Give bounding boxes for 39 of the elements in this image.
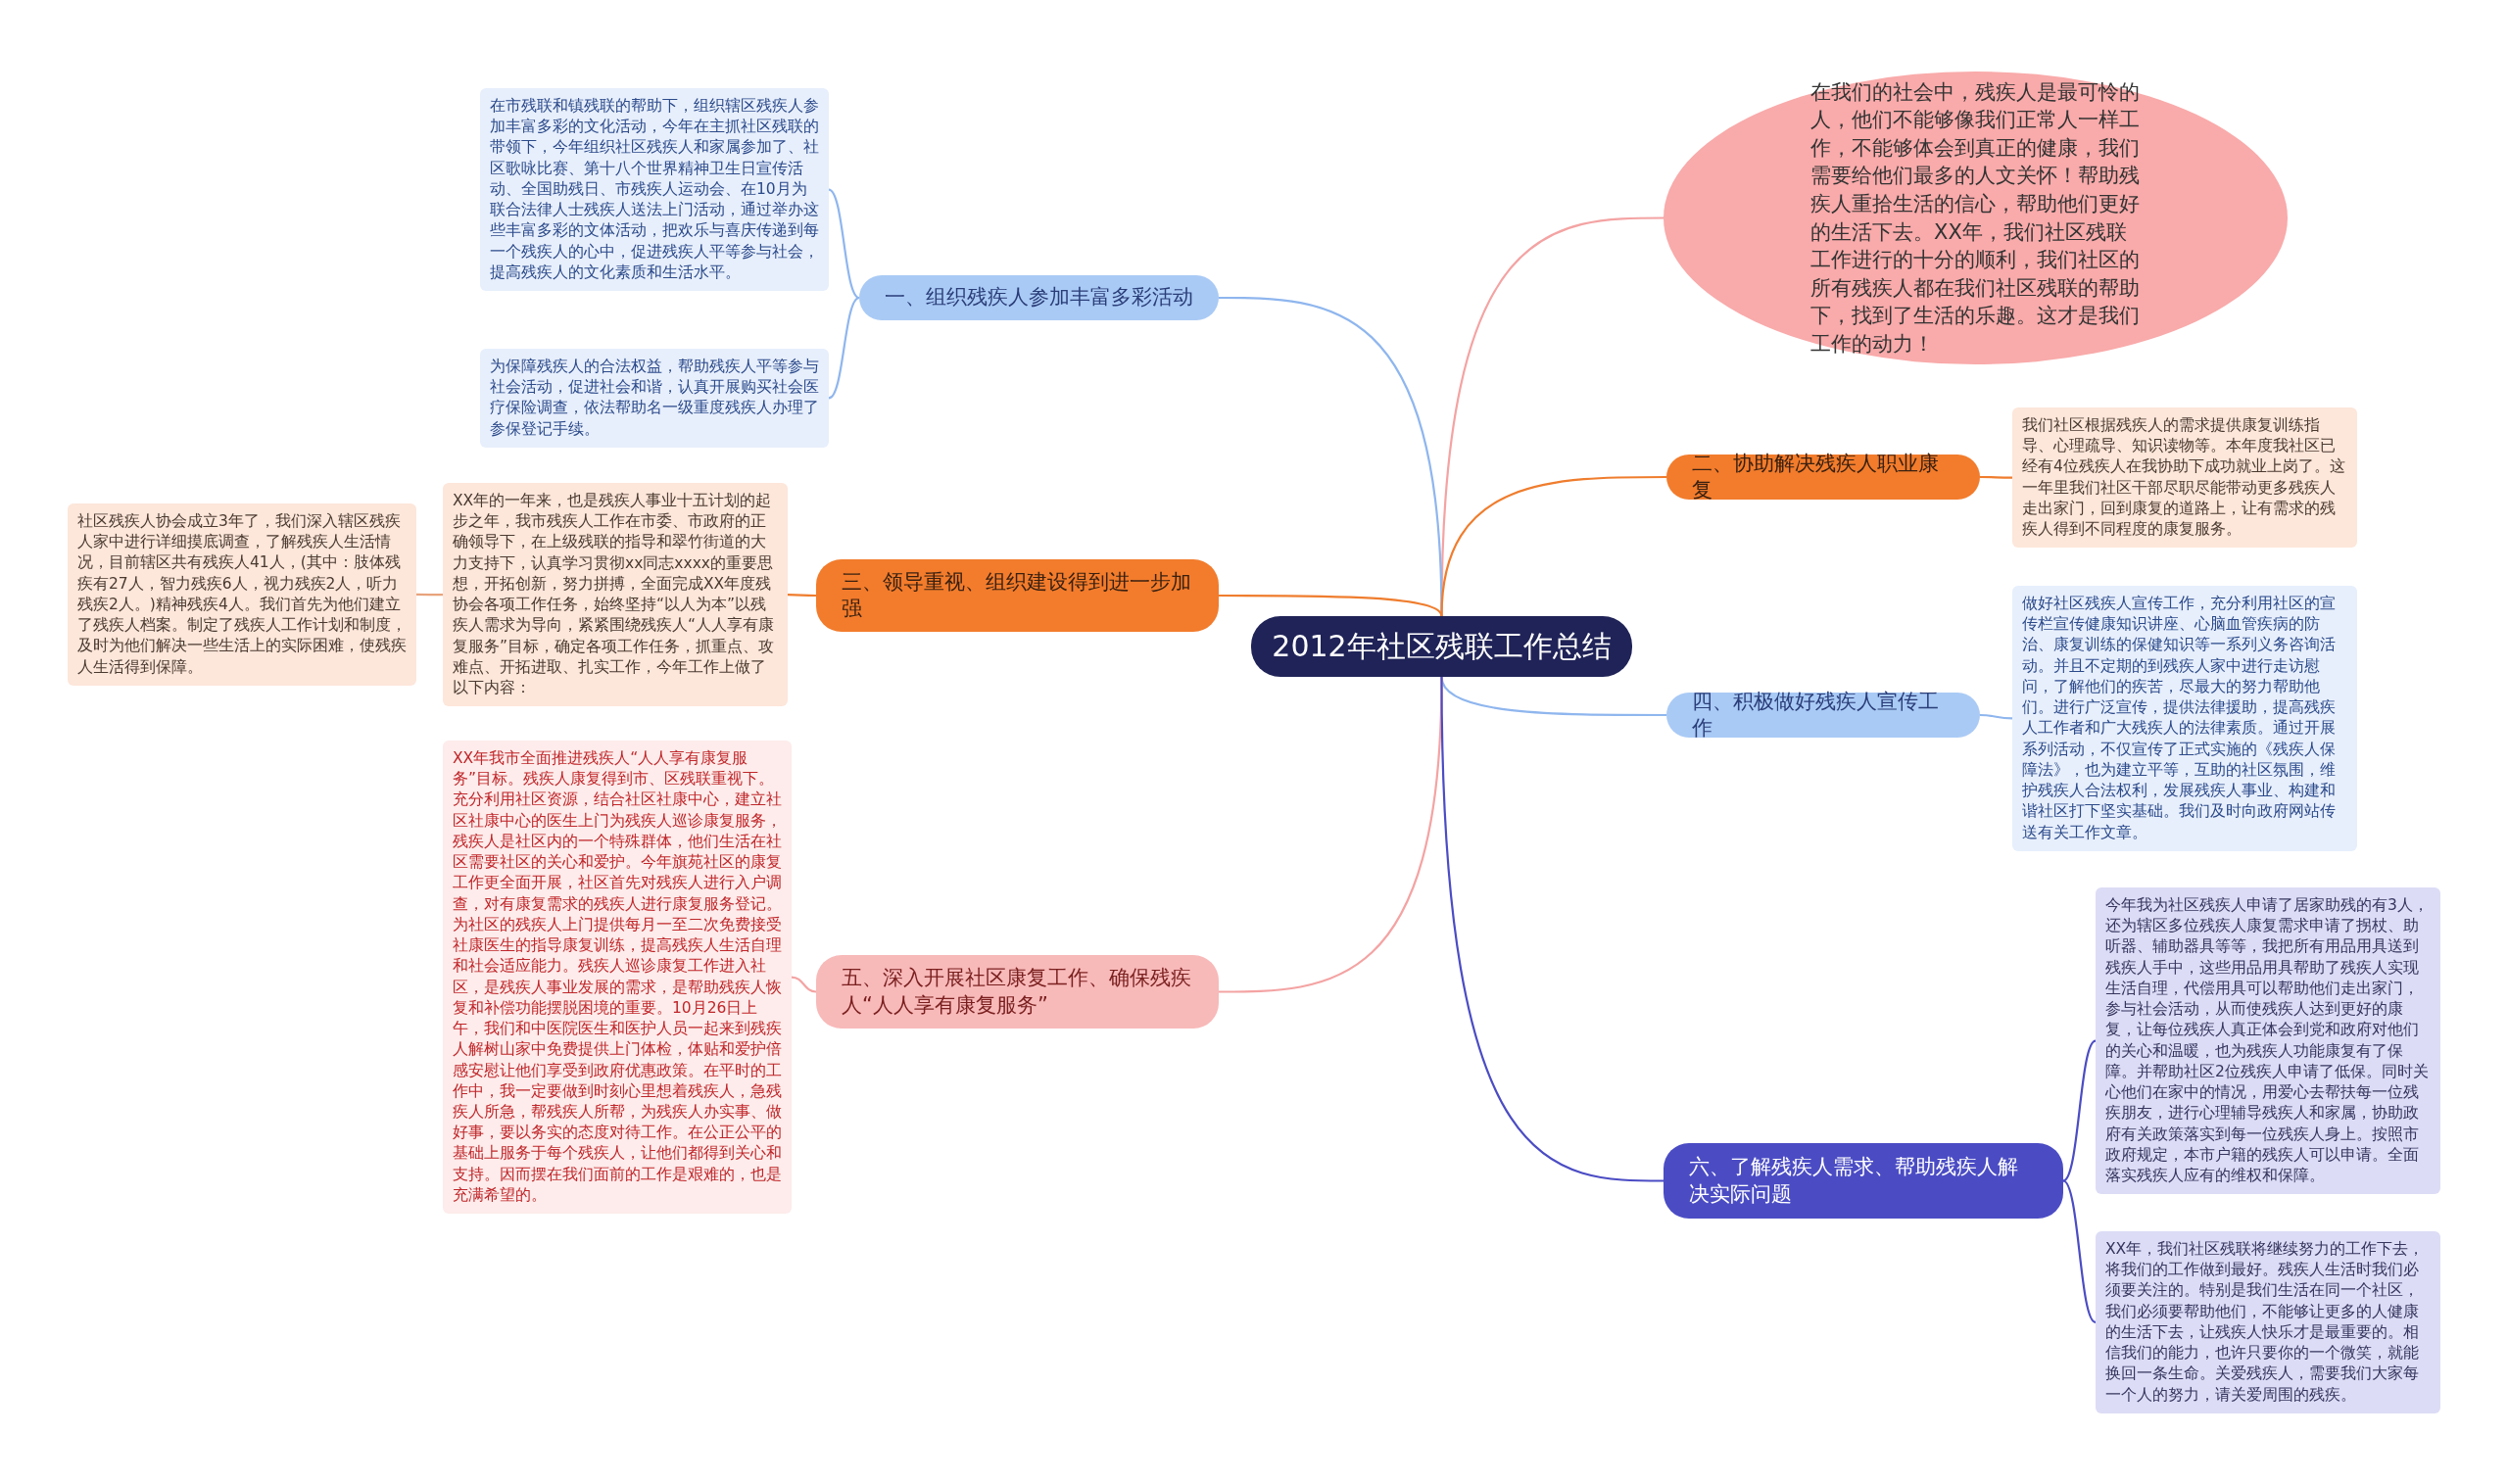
branch-topic xyxy=(816,955,1219,1029)
topic-label: 二、协助解决残疾人职业康复 xyxy=(1692,450,1940,503)
note-card xyxy=(2012,407,2357,549)
note-text: 在市残联和镇残联的帮助下，组织辖区残疾人参加丰富多彩的文化活动，今年在主抓社区残联的带领下，今年组织社区残疾人和家属参加了、社区歌咏比赛、第十八个世界精神卫生日宣传活动、全国助残日、市残疾人运动会、在10月为联合法律人士残疾人送法上门活动，通过举办这些丰富多彩的文体活动，把欢乐与喜庆传递到每一个残疾人的心中，促进残疾人平等参与社会，提高残疾人的文化素质和生活水平。 xyxy=(490,96,819,283)
note-text: 今年我为社区残疾人申请了居家助残的有3人，还为辖区多位残疾人康复需求申请了拐杖、助听器、辅助器具等等，我把所有用品用具送到残疾人手中，这些用品用具帮助了残疾人实现生活自理，代偿用具可以帮助他们走出家门，参与社会活动，从而使残疾人达到更好的康复，让每位残疾人真正体会到党和政府对他们的关心和温暖，也为残疾人功能康复有了保障。并帮助社区2位残疾人申请了低保。同时关心他们在家中的情况，用爱心去帮扶每一位残疾朋友，进行心理辅导残疾人和家属，协助政府有关政策落实到每一位残疾人身上。按照市政府规定，本市户籍的残疾人可以申请。全面落实残疾人应有的维权和保障。 xyxy=(2105,895,2430,1187)
note-text: 我们社区根据残疾人的需求提供康复训练指导、心理疏导、知识读物等。本年度我社区已经有4位残疾人在我协助下成功就业上岗了。这一年里我们社区干部尽职尽能带动更多残疾人走出家门，回到康复的道路上，让有需求的残疾人得到不同程度的康复服务。 xyxy=(2022,415,2346,541)
connector-line xyxy=(1980,475,2012,479)
connector-line xyxy=(416,593,443,597)
note-text: 社区残疾人协会成立3年了，我们深入辖区残疾人家中进行详细摸底调查，了解残疾人生活情况，目前辖区共有残疾人41人，(其中：肢体残疾有27人，智力残疾6人，视力残疾2人，听力残疾2人。)精神残疾4人。我们首先为他们建立了残疾人档案。制定了残疾人工作计划和制度，及时为他们解决一些生活上的实际困难，使残疾人生活得到保障。 xyxy=(77,511,407,678)
note-text: XX年，我们社区残联将继续努力的工作下去，将我们的工作做到最好。残疾人生活时我们必须要关注的。特别是我们生活在同一个社区，我们必须要帮助他们，不能够让更多的人健康的生活下去，让残疾人快乐才是最重要的。相信我们的能力，也许只要你的一个微笑，就能换回一条生命。关爱残疾人，需要我们大家每一个人的努力，请关爱周围的残疾。 xyxy=(2105,1239,2426,1406)
note-text: XX年我市全面推进残疾人“人人享有康复服务”目标。残疾人康复得到市、区残联重视下。充分利用社区资源，结合社区社康中心，建立社区社康中心的医生上门为残疾人巡诊康复服务，残疾人是社区内的一个特殊群体，他们生活在社区需要社区的关心和爱护。今年旗苑社区的康复工作更全面开展，社区首先对残疾人进行入户调查，对有康复需求的残疾人进行康复服务登记。为社区的残疾人上门提供每月一至二次免费接受社康医生的指导康复训练，提高残疾人生活自理和社会适应能力。残疾人巡诊康复工作进入社区，是残疾人事业发展的需求，是帮助残疾人恢复和补偿功能摆脱困境的重要。10月26日上午，我们和中医院医生和医护人员一起来到残疾人解树山家中免费提供上门体检，体贴和爱护倍感安慰让他们享受到政府优惠政策。在平时的工作中，我一定要做到时刻心里想着残疾人，急残疾人所急，帮残疾人所帮，为残疾人办实事、做好事，要以务实的态度对待工作。在公正公平的基础上服务于每个残疾人，让他们都得到关心和支持。因而摆在我们面前的工作是艰难的，也是充满希望的。 xyxy=(453,748,782,1206)
note-card xyxy=(480,349,829,448)
connector-line xyxy=(1440,475,1666,617)
note-text: 做好社区残疾人宣传工作，充分利用社区的宣传栏宣传健康知识讲座、心脑血管疾病的防治、康复训练的保健知识等一系列义务咨询活动。并且不定期的到残疾人家中进行走访慰问，了解他们的疾苦，尽最大的努力帮助他们。进行广泛宣传，提供法律援助，提高残疾人工作者和广大残疾人的法律素质。通过开展系列活动，不仅宣传了正式实施的《残疾人保障法》，也为建立平等，互助的社区氛围，维护残疾人合法权利，发展残疾人事业、构建和谐社区打下坚实基础。我们及时向政府网站传送有关工作文章。 xyxy=(2022,594,2337,843)
topic-label: 五、深入开展社区康复工作、确保残疾人“人人享有康复服务” xyxy=(842,965,1192,1019)
connector-line xyxy=(1440,676,1664,1182)
topic-label: 六、了解残疾人需求、帮助残疾人解决实际问题 xyxy=(1689,1154,2019,1208)
summary-text: 在我们的社会中，残疾人是最可怜的人，他们不能够像我们正常人一样工作，不能够体会到真正的健康，我们需要给他们最多的人文关怀！帮助残疾人重拾生活的信心，帮助他们更好的生活下去。XX年，我们社区残联工作进行的十分的顺利，我们社区的所有残疾人都在我们社区残联的帮助下，找到了生活的乐趣。这才是我们工作的动力！ xyxy=(1810,78,2141,358)
connector-line xyxy=(1219,594,1443,617)
note-text: XX年的一年来，也是残疾人事业十五计划的起步之年，我市残疾人工作在市委、市政府的正确领导下，在上级残联的指导和翠竹街道的大力支持下，认真学习贯彻xx同志xxxx的重要思想，开拓创新，努力拼搏，全面完成XX年度残协会各项工作任务，始终坚持“以人为本”以残疾人需求为导向，紧紧围绕残疾人“人人享有康复服务”目标，确定各项工作任务，抓重点、攻难点、开拓进取、扎实工作，今年工作上做了以下内容： xyxy=(453,491,776,699)
central-topic xyxy=(1251,616,1632,677)
branch-topic xyxy=(816,559,1219,632)
branch-topic xyxy=(1666,693,1980,738)
note-card xyxy=(2096,1231,2440,1413)
connector-line xyxy=(2062,1039,2097,1182)
connector-line xyxy=(828,297,860,400)
branch-topic xyxy=(1664,1143,2063,1219)
connector-line xyxy=(2062,1179,2097,1323)
connector-line xyxy=(828,188,860,299)
topic-title: 2012年社区残联工作总结 xyxy=(1272,627,1612,665)
topic-label: 一、组织残疾人参加丰富多彩活动 xyxy=(885,284,1193,311)
topic-label: 三、领导重视、组织建设得到进一步加强 xyxy=(842,568,1192,622)
connector-line xyxy=(1980,713,2012,720)
note-text: 为保障残疾人的合法权益，帮助残疾人平等参与社会活动，促进社会和谐，认真开展购买社会医疗保险调查，依法帮助名一级重度残疾人办理了参保登记手续。 xyxy=(490,357,819,440)
topic-label: 四、积极做好残疾人宣传工作 xyxy=(1692,688,1940,742)
branch-topic xyxy=(1666,455,1980,500)
connector-line xyxy=(791,976,817,993)
branch-topic xyxy=(859,275,1219,320)
connector-line xyxy=(788,594,816,598)
